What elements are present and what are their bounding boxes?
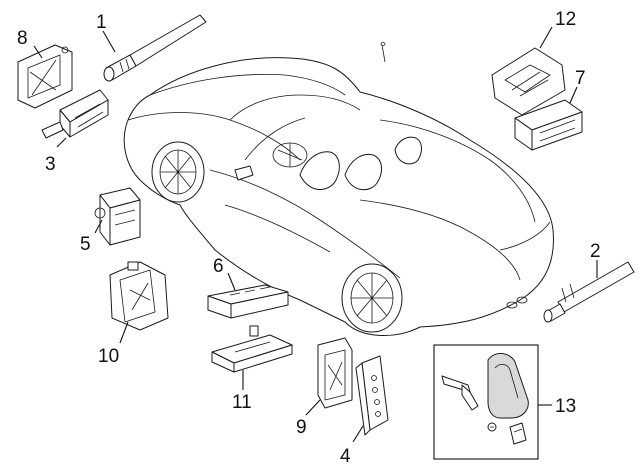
callout-9: 9 (296, 417, 307, 438)
part-5-sensor (94, 187, 141, 246)
callout-12: 12 (555, 9, 576, 30)
part-12-plate (491, 47, 566, 116)
callout-4: 4 (340, 446, 351, 467)
callout-1: 1 (96, 12, 107, 33)
part-10-bracket (109, 261, 169, 331)
part-13-keyset (433, 344, 539, 460)
callout-13: 13 (555, 396, 576, 417)
part-1-antenna (103, 14, 207, 82)
part-4-fob (355, 355, 389, 436)
car-illustration (123, 42, 554, 336)
part-2-antenna (543, 261, 635, 323)
part-7-module (514, 99, 583, 151)
leader-lines (33, 26, 598, 443)
part-3-module (41, 89, 109, 139)
callout-11: 11 (232, 392, 252, 413)
callout-7: 7 (575, 68, 586, 89)
callout-10: 10 (98, 346, 119, 367)
callout-8: 8 (17, 28, 28, 49)
part-11-bracket (211, 325, 293, 373)
part-6-module (207, 284, 289, 319)
callout-3: 3 (45, 154, 56, 175)
callout-numbers: 1 2 3 4 5 6 7 8 9 10 11 12 13 (17, 9, 601, 467)
callout-5: 5 (80, 234, 91, 255)
part-8-bracket (17, 44, 73, 109)
callout-6: 6 (213, 256, 224, 277)
part-9-bracket (317, 337, 353, 409)
callout-2: 2 (590, 241, 601, 262)
